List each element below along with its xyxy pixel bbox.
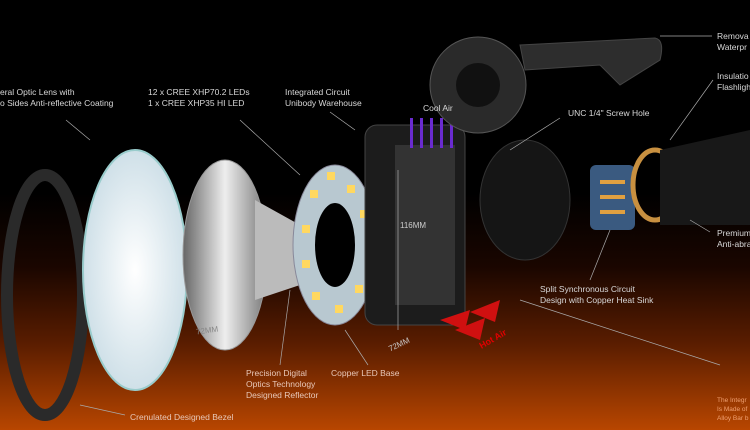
hot-air-arrows — [440, 300, 500, 340]
height-dimension: 116MM — [400, 221, 427, 230]
reflector-cone — [255, 200, 300, 300]
battery-tube — [660, 130, 750, 225]
reflector — [182, 159, 268, 351]
cool-air-arrows — [410, 118, 453, 148]
cool-air-label: Cool Air — [423, 103, 453, 113]
copper-base-label: Copper LED Base — [331, 368, 400, 378]
bezel-ring — [1, 169, 89, 421]
bezel-label: Crenulated Designed Bezel — [130, 412, 234, 422]
rear-body — [479, 139, 571, 261]
optic-lens — [82, 149, 188, 391]
handle — [519, 37, 663, 86]
screw-hole-label: UNC 1/4" Screw Hole — [568, 108, 650, 118]
leader-lines — [65, 35, 721, 416]
